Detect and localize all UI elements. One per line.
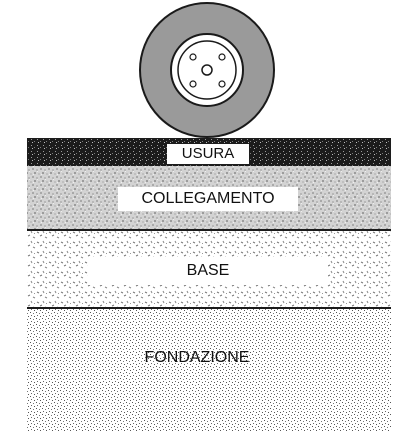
layer-fondazione-label: FONDAZIONE xyxy=(145,349,250,366)
layer-collegamento-label: COLLEGAMENTO xyxy=(141,190,274,207)
layer-usura: USURA xyxy=(27,138,391,166)
layer-collegamento: COLLEGAMENTO xyxy=(27,166,391,230)
layer-base-label: BASE xyxy=(187,262,230,279)
wheel-icon xyxy=(139,2,275,138)
layer-base: BASE xyxy=(27,231,391,308)
layer-usura-label: USURA xyxy=(182,145,235,162)
layer-fondazione: FONDAZIONE xyxy=(27,309,391,431)
